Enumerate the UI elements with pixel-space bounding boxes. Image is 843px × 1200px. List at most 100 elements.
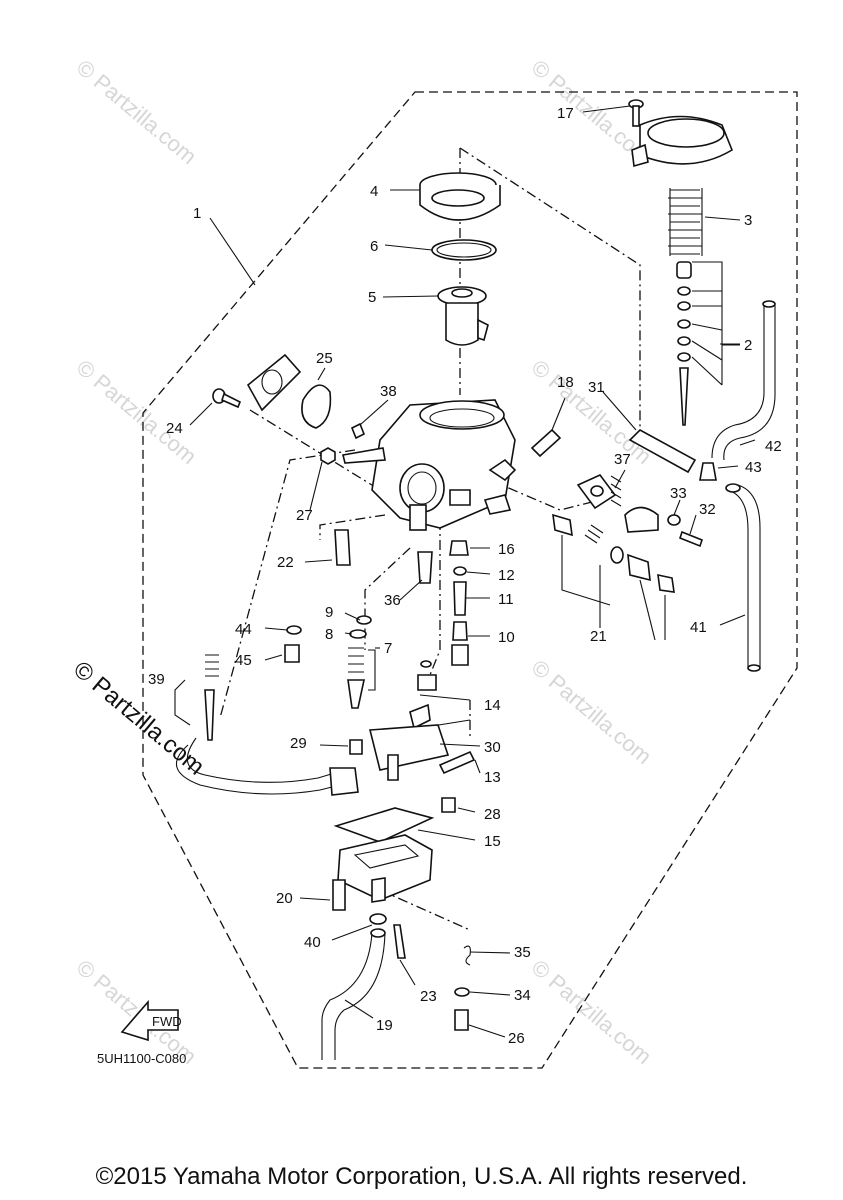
label-part-6: 6 [370,238,378,255]
float-bowl [337,834,433,903]
fwd-arrow-icon: FWD [120,999,182,1042]
label-part-29: 29 [290,735,307,752]
fwd-label: FWD [152,1014,182,1029]
label-part-10: 10 [498,629,515,646]
label-part-18: 18 [557,374,574,391]
label-part-23: 23 [420,988,437,1005]
label-part-37: 37 [614,451,631,468]
part-41-hose [726,484,761,668]
part-17-screw [628,99,644,127]
label-part-22: 22 [277,554,294,571]
leader-lines [189,105,756,1038]
part-31-hose [628,429,697,474]
part-29-screw [349,739,363,755]
label-part-30: 30 [484,739,501,756]
label-part-15: 15 [484,833,501,850]
alignment-lines [219,147,641,931]
part-jets-stack [449,540,469,666]
part-27-nut [320,447,336,465]
part-36-jet [417,551,433,584]
label-part-45: 45 [235,652,252,669]
label-part-27: 27 [296,507,313,524]
part-7-needle-valve [347,615,376,709]
watermark: © Partzilla.com [72,55,202,169]
part-14-float-valve [409,660,471,730]
part-37-cover-assy [576,474,703,548]
part-42-vent-hose [711,305,776,461]
label-part-14: 14 [484,697,501,714]
watermark: © Partzilla.com [72,355,202,469]
label-part-28: 28 [484,806,501,823]
label-part-12: 12 [498,567,515,584]
intake-flange [246,353,302,412]
part-26-bolt [454,1009,469,1031]
label-part-3: 3 [744,212,752,229]
label-part-11: 11 [498,591,514,608]
label-part-17: 17 [557,105,574,122]
label-part-26: 26 [508,1030,525,1047]
label-part-39: 39 [148,671,165,688]
label-part-24: 24 [166,420,183,437]
carb-top-cap [631,115,733,168]
part-13-pin [438,750,476,775]
part-5-piston-valve [437,286,489,346]
watermark: © Partzilla.com [527,955,657,1069]
label-part-8: 8 [325,626,333,643]
label-part-31: 31 [588,379,605,396]
part-18-screw [530,428,562,458]
label-part-33: 33 [670,485,687,502]
label-part-44: 44 [235,621,252,638]
part-15-gasket [333,807,435,843]
part-3-spring [668,188,703,256]
label-part-2: 2 [744,337,752,354]
label-part-36: 36 [384,592,401,609]
label-part-42: 42 [765,438,782,455]
watermark: © Partzilla.com [527,355,657,469]
watermark: © Partzilla.com [527,655,657,769]
part-2-jet-needle-set [676,261,723,426]
part-28-screw [441,797,456,813]
drawing-code: 5UH1100-C080 [97,1051,186,1066]
part-34-washer [454,987,470,997]
part-21-starter-plunger [552,513,675,641]
watermark-group: © Partzilla.com © Partzilla.com © Partzi… [68,55,656,1069]
label-part-5: 5 [368,289,376,306]
part-25-gasket [301,384,332,429]
part-23-drain-screw [393,924,406,959]
label-part-43: 43 [745,459,762,476]
label-part-34: 34 [514,987,531,1004]
part-35-clip [463,945,471,966]
part-20-screw [332,879,346,911]
label-part-4: 4 [370,183,378,200]
label-part-13: 13 [484,769,501,786]
label-part-32: 32 [699,501,716,518]
part-44-washer [286,625,302,635]
copyright-notice: ©2015 Yamaha Motor Corporation, U.S.A. A… [95,1163,748,1190]
label-part-20: 20 [276,890,293,907]
part-45-screw [284,644,300,663]
carburetor-body [342,399,517,531]
label-part-40: 40 [304,934,321,951]
part-24-bolt [212,388,242,409]
label-part-21: 21 [590,628,607,645]
label-part-25: 25 [316,350,333,367]
label-part-7: 7 [384,640,392,657]
part-22-jet [334,529,351,566]
part-4-diaphragm-cover [419,172,501,221]
label-part-16: 16 [498,541,515,558]
label-part-19: 19 [376,1017,393,1034]
part-39-throttle-cable [174,654,359,796]
label-part-41: 41 [690,619,707,636]
part-19-drain-hose [321,932,386,1060]
part-43-fitting [699,462,717,481]
label-part-35: 35 [514,944,531,961]
part-30-float [368,724,450,781]
label-part-9: 9 [325,604,333,621]
part-6-o-ring-inner [436,242,492,258]
part-38-cap [350,422,366,440]
part-40-clamp [369,913,387,925]
label-part-1: 1 [193,205,201,222]
assembly-boundary [142,91,798,1069]
label-part-38: 38 [380,383,397,400]
